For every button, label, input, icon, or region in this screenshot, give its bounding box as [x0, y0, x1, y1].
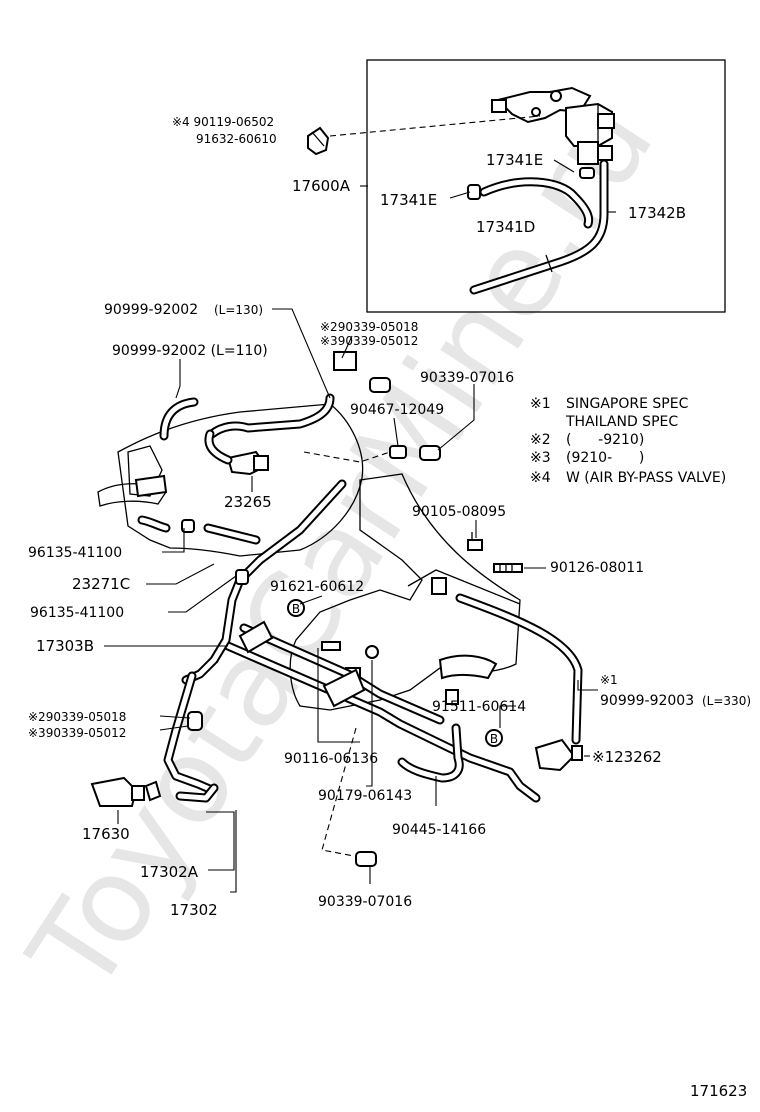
label-90116-06136: 90116-06136: [284, 751, 378, 767]
label-90339-07016-bot: 90339-07016: [318, 894, 412, 910]
label-23265: 23265: [224, 493, 272, 511]
label-17341e-left: 17341E: [380, 191, 437, 209]
label-90999-92002-l130: 90999-92002: [104, 302, 198, 318]
note-3-text: (9210- ): [566, 450, 644, 466]
bolt-dashed-path: [329, 115, 541, 137]
label-90467-12049: 90467-12049: [350, 402, 444, 418]
label-17342b: 17342B: [628, 204, 686, 222]
plug-90339-bottom: [355, 851, 377, 867]
label-90339-05012-top: ※390339-05012: [320, 334, 418, 348]
hose-90445: [397, 723, 464, 783]
label-90105-08095: 90105-08095: [412, 504, 506, 520]
label-17302a: 17302A: [140, 863, 199, 881]
note-3-mark: ※3: [530, 450, 551, 466]
plug-90339-left: [187, 711, 203, 731]
note-1-text: SINGAPORE SPEC: [566, 396, 689, 412]
label-17341d: 17341D: [476, 218, 535, 236]
hose-90999-l110: [159, 397, 199, 441]
tube-17302a: [163, 671, 219, 803]
vsv-17630: [90, 776, 162, 807]
note-4-mark: ※4: [530, 470, 551, 486]
note-4-text: W (AIR BY-PASS VALVE): [566, 470, 726, 486]
label-90999-92003: 90999-92003: [600, 693, 694, 709]
callout-b-bottom: B: [485, 729, 503, 747]
vsv-23265: [204, 429, 269, 476]
label-23271c: 23271C: [72, 575, 130, 593]
bolt-90116: [321, 641, 341, 651]
label-123262: ※123262: [592, 748, 662, 766]
label-17341e-top: 17341E: [486, 151, 543, 169]
figure-id: 171623: [690, 1082, 747, 1100]
clip-90467: [389, 445, 407, 459]
callout-b-bottom-text: B: [490, 732, 498, 746]
label-90445-14166: 90445-14166: [392, 822, 486, 838]
label-91632-60610: 91632-60610: [196, 132, 277, 146]
hose-90999-l130: [207, 393, 335, 439]
label-90999-92002-l110: 90999-92002 (L=110): [112, 343, 268, 359]
label-90339-05018-top: ※290339-05018: [320, 320, 418, 334]
stud-90126: [493, 563, 523, 573]
label-91511-60614: 91511-60614: [432, 699, 526, 715]
throttle-body-outline: [97, 403, 364, 557]
bolt-90119: [307, 126, 330, 156]
bolt-90105: [467, 532, 483, 551]
label-17600a: 17600A: [292, 177, 351, 195]
label-l330: (L=330): [702, 694, 751, 708]
note-2-text: ( -9210): [566, 432, 644, 448]
clip-17341e: [467, 184, 481, 200]
hose-90999-l330: [455, 593, 583, 745]
washer-90179: [365, 645, 379, 659]
vsv-bracket-assembly: [491, 86, 615, 165]
callout-b-top-text: B: [292, 602, 300, 616]
plug-90339-right: [419, 445, 441, 461]
label-17303b: 17303B: [36, 637, 94, 655]
hose-23271c: [137, 515, 261, 545]
label-90119-06502: ※4 90119-06502: [172, 115, 274, 129]
dash-b-bottom: [321, 727, 357, 857]
label-90339-05012-bot: ※390339-05012: [28, 726, 126, 740]
note-1b-text: THAILAND SPEC: [565, 414, 678, 430]
hose-vertical-main: [181, 479, 347, 685]
label-star1: ※1: [600, 673, 618, 687]
clip-17341e-top: [579, 167, 595, 179]
label-l130: (L=130): [214, 303, 263, 317]
label-17630: 17630: [82, 825, 130, 843]
label-91621-60612: 91621-60612: [270, 579, 364, 595]
hose-17341d: [479, 177, 594, 229]
label-90339-05018-bot: ※290339-05018: [28, 710, 126, 724]
leader-lines: [104, 159, 616, 893]
label-96135-41100-b: 96135-41100: [30, 605, 124, 621]
label-17302: 17302: [170, 901, 218, 919]
engine-block-outline: [289, 473, 521, 711]
label-90179-06143: 90179-06143: [318, 788, 412, 804]
label-90339-07016-top: 90339-07016: [420, 370, 514, 386]
label-96135-41100-a: 96135-41100: [28, 545, 122, 561]
callout-b-top: B: [287, 599, 305, 617]
tube-17303b: [223, 620, 541, 803]
note-1-mark: ※1: [530, 396, 551, 412]
block-90339-05018: [333, 351, 357, 371]
hose-17342b: [469, 159, 609, 295]
note-2-mark: ※2: [530, 432, 551, 448]
spec-notes: ※1 SINGAPORE SPEC THAILAND SPEC ※2 ( -92…: [530, 396, 726, 486]
vsv-23262: [534, 738, 583, 772]
plug-90339-top: [369, 377, 391, 393]
label-90126-08011: 90126-08011: [550, 560, 644, 576]
